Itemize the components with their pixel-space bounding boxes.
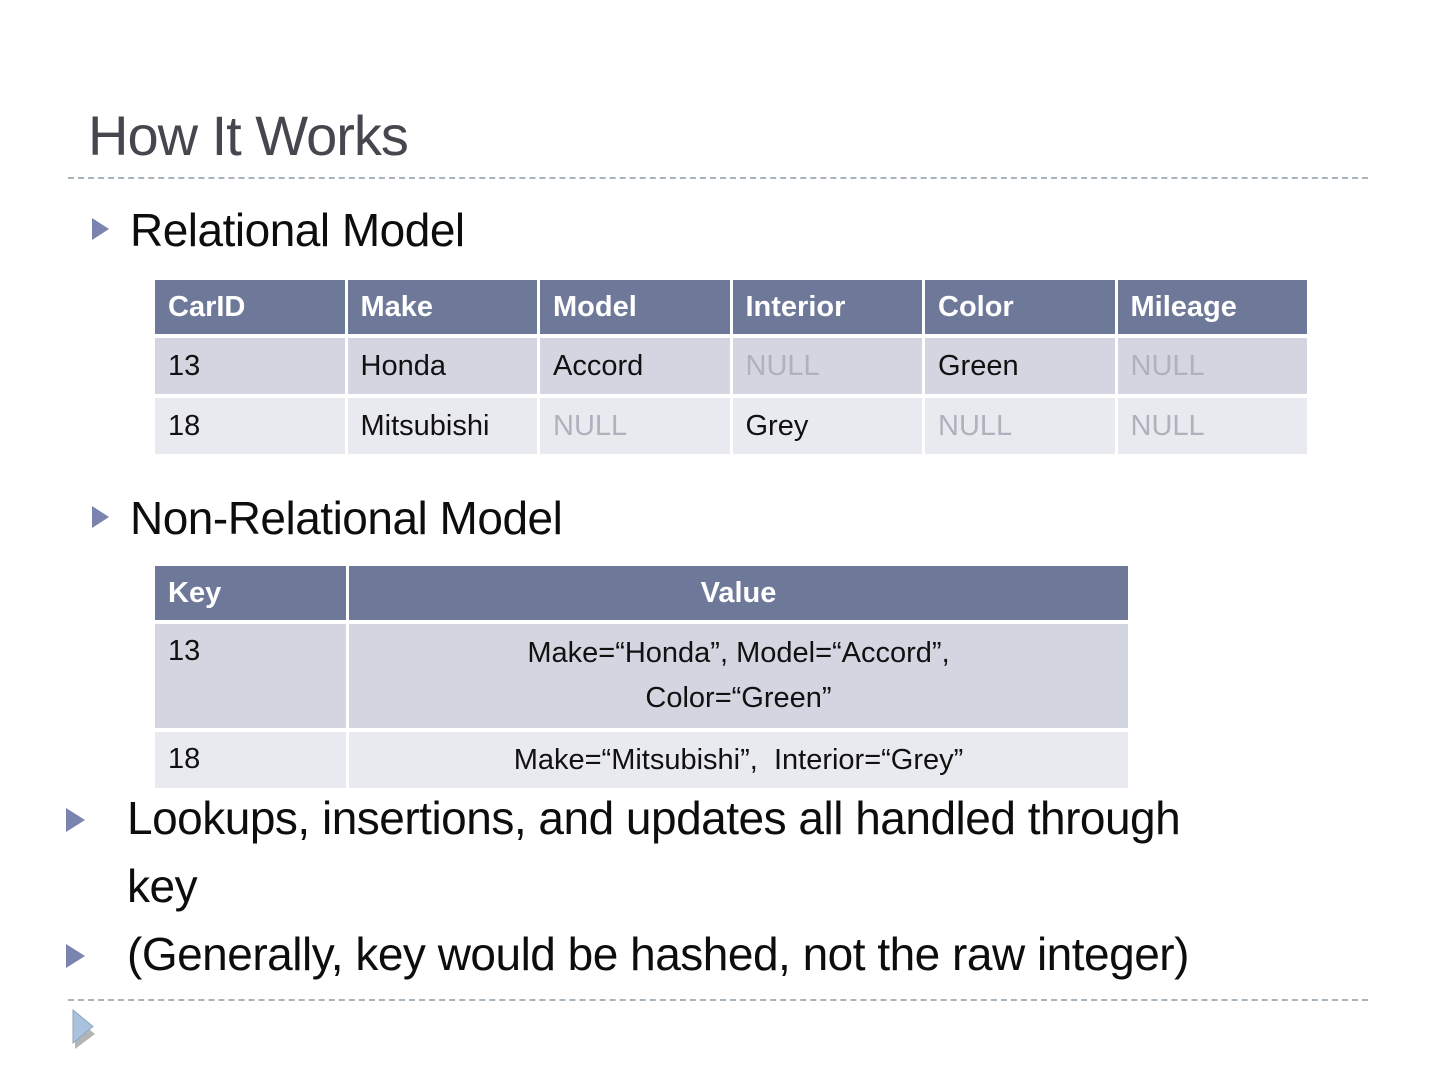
- column-header: CarID: [155, 280, 345, 334]
- column-header: Make: [347, 280, 537, 334]
- table-cell: NULL: [540, 398, 730, 454]
- triangle-right-icon: [66, 944, 85, 968]
- column-header: Color: [925, 280, 1115, 334]
- table-cell: NULL: [1117, 398, 1307, 454]
- column-header: Key: [155, 566, 346, 620]
- column-header: Value: [349, 566, 1128, 620]
- bullet-label: Relational Model: [130, 204, 465, 256]
- table-cell: Grey: [732, 398, 922, 454]
- bullet-non-relational-model: Non-Relational Model: [92, 484, 563, 552]
- bullet-relational-model: Relational Model: [92, 196, 465, 264]
- table-cell: 18: [155, 398, 345, 454]
- table-cell: Make=“Mitsubishi”, Interior=“Grey”: [349, 732, 1128, 788]
- bullet-hashed-key: (Generally, key would be hashed, not the…: [66, 920, 1189, 988]
- next-slide-arrow-icon[interactable]: [68, 1008, 98, 1050]
- title-divider: [68, 177, 1368, 179]
- bullet-lookups: Lookups, insertions, and updates all han…: [66, 784, 1181, 920]
- table-cell: Mitsubishi: [347, 398, 537, 454]
- column-header: Model: [540, 280, 730, 334]
- table-cell: NULL: [732, 338, 922, 394]
- triangle-right-icon: [92, 218, 109, 240]
- bullet-label: Lookups, insertions, and updates all han…: [127, 792, 1181, 913]
- table-cell: NULL: [925, 398, 1115, 454]
- triangle-right-icon: [92, 506, 109, 528]
- triangle-right-icon: [66, 808, 85, 832]
- bullet-label: Non-Relational Model: [130, 492, 563, 544]
- footer-divider: [68, 999, 1368, 1001]
- table-cell: NULL: [1117, 338, 1307, 394]
- table-cell: Honda: [347, 338, 537, 394]
- table-cell: 13: [155, 624, 346, 728]
- column-header: Interior: [732, 280, 922, 334]
- table-cell: 13: [155, 338, 345, 394]
- page-title: How It Works: [88, 104, 409, 167]
- column-header: Mileage: [1117, 280, 1307, 334]
- bullet-label: (Generally, key would be hashed, not the…: [127, 928, 1189, 980]
- table-cell: Accord: [540, 338, 730, 394]
- table-cell: Make=“Honda”, Model=“Accord”, Color=“Gre…: [349, 624, 1128, 728]
- table-cell: Green: [925, 338, 1115, 394]
- table-cell: 18: [155, 732, 346, 788]
